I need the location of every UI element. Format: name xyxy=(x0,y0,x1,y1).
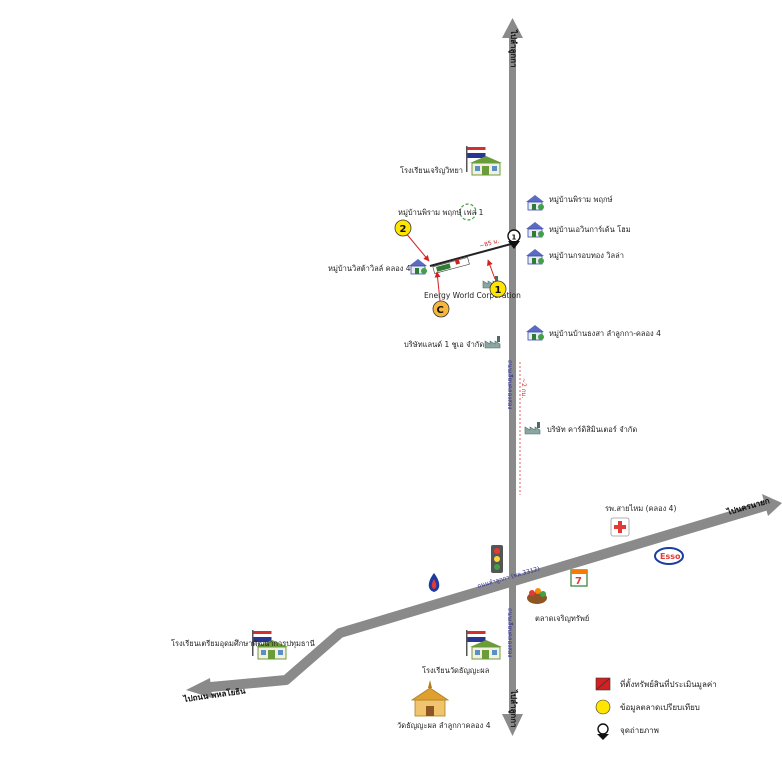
camera-point-icon: 1 xyxy=(507,229,521,249)
marker-2: 2 xyxy=(394,219,430,262)
village-3-label: หมู่บ้านกรอบทอง วิลล่า xyxy=(549,251,624,260)
village-wisdom-label: หมู่บ้านวิสต้าวิลล์ คลอง 4 xyxy=(328,264,411,273)
marker-1: 1 xyxy=(487,259,507,298)
school-south-label: โรงเรียนวัดธัญญะผล xyxy=(422,666,489,675)
village-1-label: หมู่บ้านพิราม พฤกษ์ xyxy=(549,195,613,204)
svg-text:1: 1 xyxy=(495,285,502,296)
road-name-vertical: ถนนเลียบคลองสอง xyxy=(506,360,514,409)
village-house-icon xyxy=(408,258,428,275)
hospital-cross-icon xyxy=(610,517,630,537)
svg-text:1: 1 xyxy=(512,234,517,242)
legend: ที่ตั้งทรัพย์สินที่ประเมินมูลค่า ข้อมูลต… xyxy=(595,677,717,740)
thai-flag-school-icon xyxy=(465,629,503,660)
svg-text:7: 7 xyxy=(575,576,582,587)
marker-c: C xyxy=(432,271,450,318)
legend-comparable: ข้อมูลตลาดเปรียบเทียบ xyxy=(620,703,700,713)
seven-eleven-icon: 7 xyxy=(570,569,588,587)
temple-icon xyxy=(410,680,450,717)
traffic-light-icon xyxy=(491,545,503,573)
road-label-north: ไปลำลูกกา xyxy=(508,29,519,68)
village-house-icon xyxy=(525,221,545,238)
company-east-label: บริษัท คาร์ดิสิมินเตอร์ จำกัด xyxy=(547,425,637,434)
company-seven-label: บริษัทแลนด์ 1 ชูเอ จำกัด xyxy=(404,340,484,349)
hospital-label: รพ.สายไหม (คลอง 4) xyxy=(605,504,676,513)
svg-text:Esso: Esso xyxy=(660,552,681,561)
thai-flag-school-icon xyxy=(465,145,503,176)
village-house-icon xyxy=(525,248,545,265)
road-vertical xyxy=(502,18,523,736)
legend-subject: ที่ตั้งทรัพย์สินที่ประเมินมูลค่า xyxy=(620,678,717,690)
access-road xyxy=(429,243,512,267)
factory-icon xyxy=(524,421,541,435)
gas-station-icon xyxy=(428,573,440,592)
esso-icon: Esso xyxy=(654,547,684,565)
market-label: ตลาดเจริญทรัพย์ xyxy=(535,614,589,623)
road-horizontal xyxy=(186,494,782,698)
village-house-icon xyxy=(525,324,545,341)
village-4-label: หมู่บ้านบ้านธงสา ลำลูกกา-คลอง 4 xyxy=(549,329,661,338)
subject-property xyxy=(432,257,470,274)
energy-world-label: Energy World Corporation xyxy=(424,291,521,300)
village-sabai-top-label: หมู่บ้านพิราม พฤกษ์ เฟส 1 xyxy=(398,208,484,217)
svg-text:2: 2 xyxy=(400,224,407,235)
village-pending-icon xyxy=(459,203,477,221)
temple-label: วัดธัญญะผล ลำลูกกาคลอง 4 xyxy=(397,721,491,730)
village-2-label: หมู่บ้านเอวินการ์เด้น โฮม xyxy=(549,225,631,234)
school-sw-label: โรงเรียนเตรียมอุดมศึกษาพัฒนาการปทุมธานี xyxy=(171,639,315,648)
distance-vertical: ~2 กม. xyxy=(520,378,527,398)
school-north-label: โรงเรียนเจริญวิทยา xyxy=(400,166,463,175)
svg-text:C: C xyxy=(437,305,444,316)
factory-icon xyxy=(484,335,501,349)
market-basket-icon xyxy=(527,588,547,604)
legend-photo-point: จุดถ่ายภาพ xyxy=(620,726,659,735)
village-house-icon xyxy=(525,194,545,211)
road-label-south: ไปลำลูกกา xyxy=(508,689,519,728)
road-name-vertical-south: ถนนเลียบคลองสอง xyxy=(506,608,514,657)
